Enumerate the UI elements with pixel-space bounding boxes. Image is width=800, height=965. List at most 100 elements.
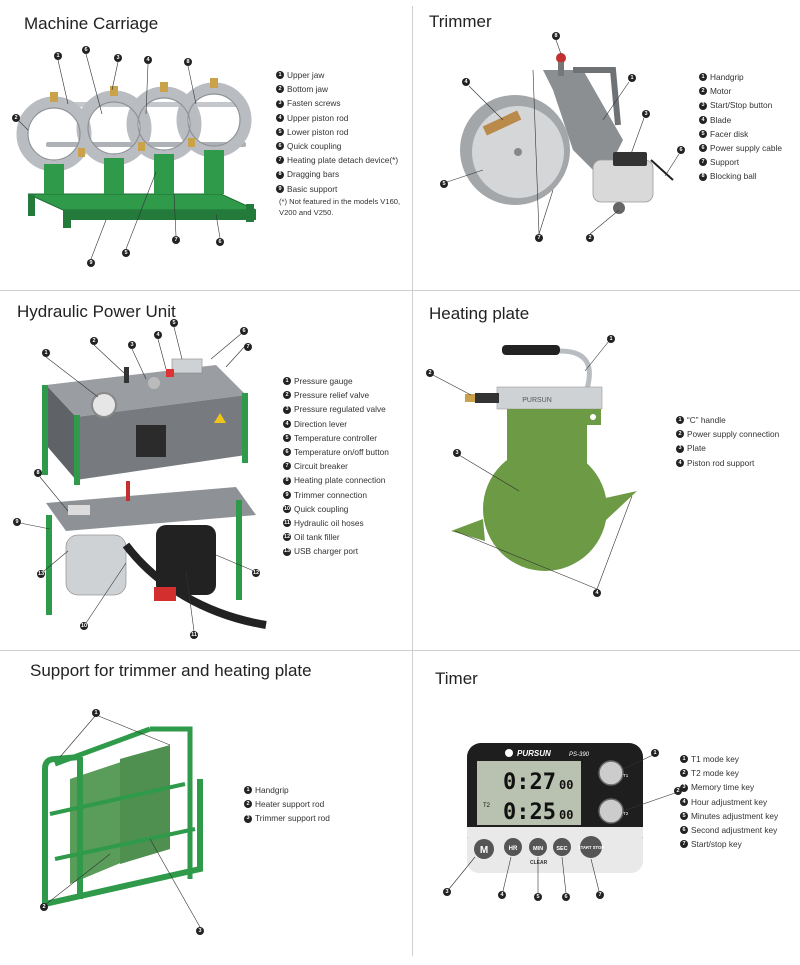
timer-brand: PURSUN — [517, 749, 551, 758]
svg-text:3: 3 — [445, 889, 448, 895]
svg-text:6: 6 — [84, 47, 87, 53]
legend-item: 1“C” handle — [676, 413, 779, 427]
hydraulic-power-unit-panel: Hydraulic Power Unit — [0, 291, 412, 650]
svg-text:1: 1 — [44, 350, 47, 356]
timer-illustration: PURSUN PS-390 0:27 00 T2 0:25 00 T1 T2 M… — [443, 743, 682, 901]
display-bottom-small: 00 — [559, 808, 573, 822]
svg-text:M: M — [480, 845, 488, 856]
vertical-divider — [412, 6, 413, 956]
timer-title: Timer — [435, 669, 478, 688]
hydraulic-power-unit-illustration: 1 2 3 4 5 6 7 8 9 13 10 11 12 — [13, 319, 267, 639]
svg-text:3: 3 — [130, 342, 133, 348]
svg-text:START STOP: START STOP — [578, 845, 604, 850]
heating-plate-illustration: PURSUN 1 2 3 4 — [426, 335, 637, 597]
svg-text:8: 8 — [36, 470, 39, 476]
svg-text:4: 4 — [156, 332, 160, 338]
svg-text:2: 2 — [14, 115, 17, 121]
svg-text:7: 7 — [598, 892, 601, 898]
horizontal-divider-1 — [0, 290, 800, 291]
trimmer-panel: Trimmer — [413, 0, 800, 290]
machine-carriage-illustration: 1 6 3 4 8 2 5 7 6 9 — [12, 46, 257, 267]
clear-label: CLEAR — [530, 860, 548, 866]
svg-text:7: 7 — [246, 344, 249, 350]
machine-carriage-note: (*) Not featured in the models V160, V20… — [279, 197, 401, 217]
trimmer-title: Trimmer — [429, 12, 492, 31]
display-top-small: 00 — [559, 778, 573, 792]
svg-text:6: 6 — [242, 328, 245, 334]
svg-text:10: 10 — [81, 623, 87, 629]
svg-text:8: 8 — [186, 59, 189, 65]
svg-text:9: 9 — [15, 519, 18, 525]
svg-text:4: 4 — [146, 57, 150, 63]
hour-key[interactable] — [504, 838, 522, 856]
svg-text:3: 3 — [116, 55, 119, 61]
svg-text:2: 2 — [92, 338, 95, 344]
display-bottom-time: 0:25 — [503, 800, 556, 825]
svg-text:MIN: MIN — [533, 846, 543, 852]
svg-text:4: 4 — [464, 79, 468, 85]
svg-text:2: 2 — [42, 904, 45, 910]
seconds-key[interactable] — [553, 838, 571, 856]
svg-text:2: 2 — [428, 370, 431, 376]
svg-text:11: 11 — [191, 632, 197, 638]
svg-text:13: 13 — [38, 571, 44, 577]
plate-brand: PURSUN — [522, 397, 552, 404]
svg-text:2: 2 — [676, 788, 679, 794]
svg-text:1: 1 — [630, 75, 633, 81]
support-title: Support for trimmer and heating plate — [30, 661, 312, 680]
svg-text:4: 4 — [500, 892, 504, 898]
svg-text:9: 9 — [89, 260, 92, 266]
minutes-key[interactable] — [529, 838, 547, 856]
svg-text:3: 3 — [644, 111, 647, 117]
callout-number: 1 — [56, 53, 59, 59]
svg-text:6: 6 — [218, 239, 221, 245]
svg-text:5: 5 — [536, 894, 539, 900]
start-stop-key[interactable] — [580, 836, 602, 858]
horizontal-divider-2 — [0, 650, 800, 651]
svg-text:6: 6 — [679, 147, 682, 153]
heating-plate-title: Heating plate — [429, 304, 530, 323]
svg-text:2: 2 — [588, 235, 591, 241]
svg-text:5: 5 — [442, 181, 445, 187]
svg-text:1: 1 — [609, 336, 612, 342]
svg-text:3: 3 — [198, 928, 201, 934]
svg-text:5: 5 — [124, 250, 127, 256]
memory-key[interactable] — [474, 839, 494, 859]
